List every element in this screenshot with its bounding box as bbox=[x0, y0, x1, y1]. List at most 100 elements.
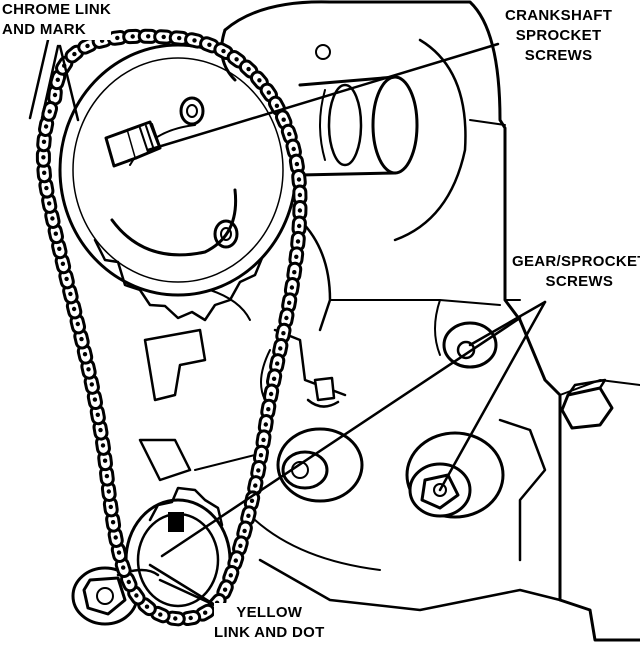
chain-pin bbox=[68, 291, 73, 297]
chain-pin bbox=[113, 535, 118, 540]
chain-pin bbox=[268, 391, 274, 397]
label-yellow-line2: LINK AND DOT bbox=[214, 624, 325, 641]
chain-pin bbox=[53, 231, 58, 236]
chain-pin bbox=[249, 498, 255, 503]
chain-pin bbox=[102, 458, 108, 463]
chain-pin bbox=[121, 565, 126, 570]
chain-pin bbox=[158, 612, 163, 617]
chain-pin bbox=[228, 573, 233, 578]
chain-pin bbox=[246, 513, 251, 518]
leader-gear-screw-lower bbox=[438, 300, 547, 492]
chain-pin bbox=[86, 367, 91, 372]
leader-chrome-link-1 bbox=[40, 44, 60, 120]
chain-pin bbox=[261, 437, 266, 443]
label-chrome-link-line1: CHROME LINK bbox=[2, 1, 112, 18]
crankshaft-snout bbox=[298, 75, 419, 177]
chain-pin bbox=[104, 473, 110, 479]
chain-pin bbox=[115, 35, 120, 41]
crankshaft-sprocket-screw bbox=[104, 120, 162, 168]
chain-pin bbox=[146, 34, 151, 39]
chain-pin bbox=[44, 185, 49, 191]
leader-crankshaft-screws bbox=[146, 42, 500, 152]
chain-pin bbox=[234, 57, 239, 62]
label-chrome-link: CHROME LINK AND MARK bbox=[2, 0, 112, 40]
upper-sprocket-hole-bottom bbox=[213, 219, 239, 249]
block-dowel-hole bbox=[315, 44, 331, 60]
gear-sprocket-boss-lower bbox=[405, 431, 505, 519]
chain-pin bbox=[295, 239, 301, 244]
chain-pin bbox=[64, 276, 69, 282]
chain-pin bbox=[47, 109, 52, 114]
chain-pin bbox=[116, 550, 122, 555]
chain-pin bbox=[266, 90, 271, 95]
side-hex-bolt bbox=[560, 378, 614, 430]
chain-pin bbox=[266, 407, 271, 412]
chain-pin bbox=[297, 192, 303, 198]
chain-pin bbox=[203, 610, 208, 615]
chain-pin bbox=[50, 216, 55, 221]
chain-pin bbox=[221, 48, 226, 54]
chain-pin bbox=[95, 412, 101, 417]
chain-pin bbox=[192, 38, 197, 43]
chain-pin bbox=[47, 201, 52, 206]
chain-pin bbox=[246, 66, 251, 72]
chain-pin bbox=[60, 261, 66, 266]
chain-pin bbox=[271, 376, 277, 381]
chain-pin bbox=[177, 35, 182, 41]
chain-pin bbox=[242, 528, 247, 534]
chain-pin bbox=[207, 42, 212, 47]
chain-pin bbox=[144, 604, 150, 609]
chain-pin bbox=[43, 124, 49, 129]
chain-pin bbox=[297, 208, 303, 213]
leader-gear-screw-upper bbox=[468, 300, 547, 347]
chain-pin bbox=[233, 558, 238, 563]
chain-pin bbox=[57, 246, 62, 251]
leader-gear-screw-middle bbox=[160, 316, 522, 558]
chain-pin bbox=[275, 361, 280, 366]
chain-pin bbox=[263, 422, 268, 427]
chain-pin bbox=[284, 315, 289, 321]
chain-pin bbox=[108, 504, 114, 510]
chain-pin bbox=[188, 615, 193, 621]
chain-pin bbox=[79, 336, 84, 342]
chain-pin bbox=[110, 520, 116, 525]
chain-pin bbox=[274, 103, 280, 109]
chain-pin bbox=[106, 489, 112, 494]
label-crankshaft-line2: SPROCKET bbox=[515, 27, 602, 44]
chain-pin bbox=[281, 331, 286, 336]
chain-pin bbox=[52, 92, 58, 98]
label-yellow-link: YELLOW LINK AND DOT bbox=[214, 603, 325, 643]
chain-pin bbox=[238, 543, 243, 548]
chain-pin bbox=[89, 382, 95, 387]
chain-pin bbox=[92, 397, 98, 402]
chain-pin bbox=[71, 306, 77, 312]
chain-pin bbox=[85, 43, 90, 49]
chain-pin bbox=[41, 139, 47, 144]
label-crankshaft-line1: CRANKSHAFT bbox=[505, 7, 613, 24]
label-yellow-line1: YELLOW bbox=[236, 604, 303, 621]
chain-pin bbox=[222, 587, 228, 592]
label-chrome-link-line2: AND MARK bbox=[2, 21, 87, 38]
chain-pin bbox=[256, 468, 261, 473]
chain-pin bbox=[287, 131, 292, 137]
chain-pin bbox=[72, 51, 77, 57]
chain-pin bbox=[126, 579, 131, 585]
label-gear-sprocket-screws: GEAR/SPROCKET SCREWS bbox=[512, 252, 640, 292]
leader-chrome-link-2 bbox=[58, 44, 80, 122]
chain-pin bbox=[134, 593, 139, 598]
chain-pin bbox=[297, 223, 302, 229]
chain-pin bbox=[278, 346, 283, 351]
chain-pin bbox=[42, 170, 47, 175]
chain-pin bbox=[287, 300, 292, 305]
upper-sprocket-hole-top bbox=[179, 96, 205, 126]
chain-pin bbox=[292, 270, 297, 275]
chain-pin bbox=[173, 616, 178, 621]
chain-pin bbox=[82, 352, 88, 357]
chain-pin bbox=[281, 117, 286, 122]
chain-pin bbox=[98, 427, 103, 433]
chain-pin bbox=[291, 146, 296, 152]
chain-pin bbox=[296, 177, 302, 182]
chain-pin bbox=[41, 155, 46, 160]
gear-sprocket-boss-middle bbox=[276, 427, 364, 503]
